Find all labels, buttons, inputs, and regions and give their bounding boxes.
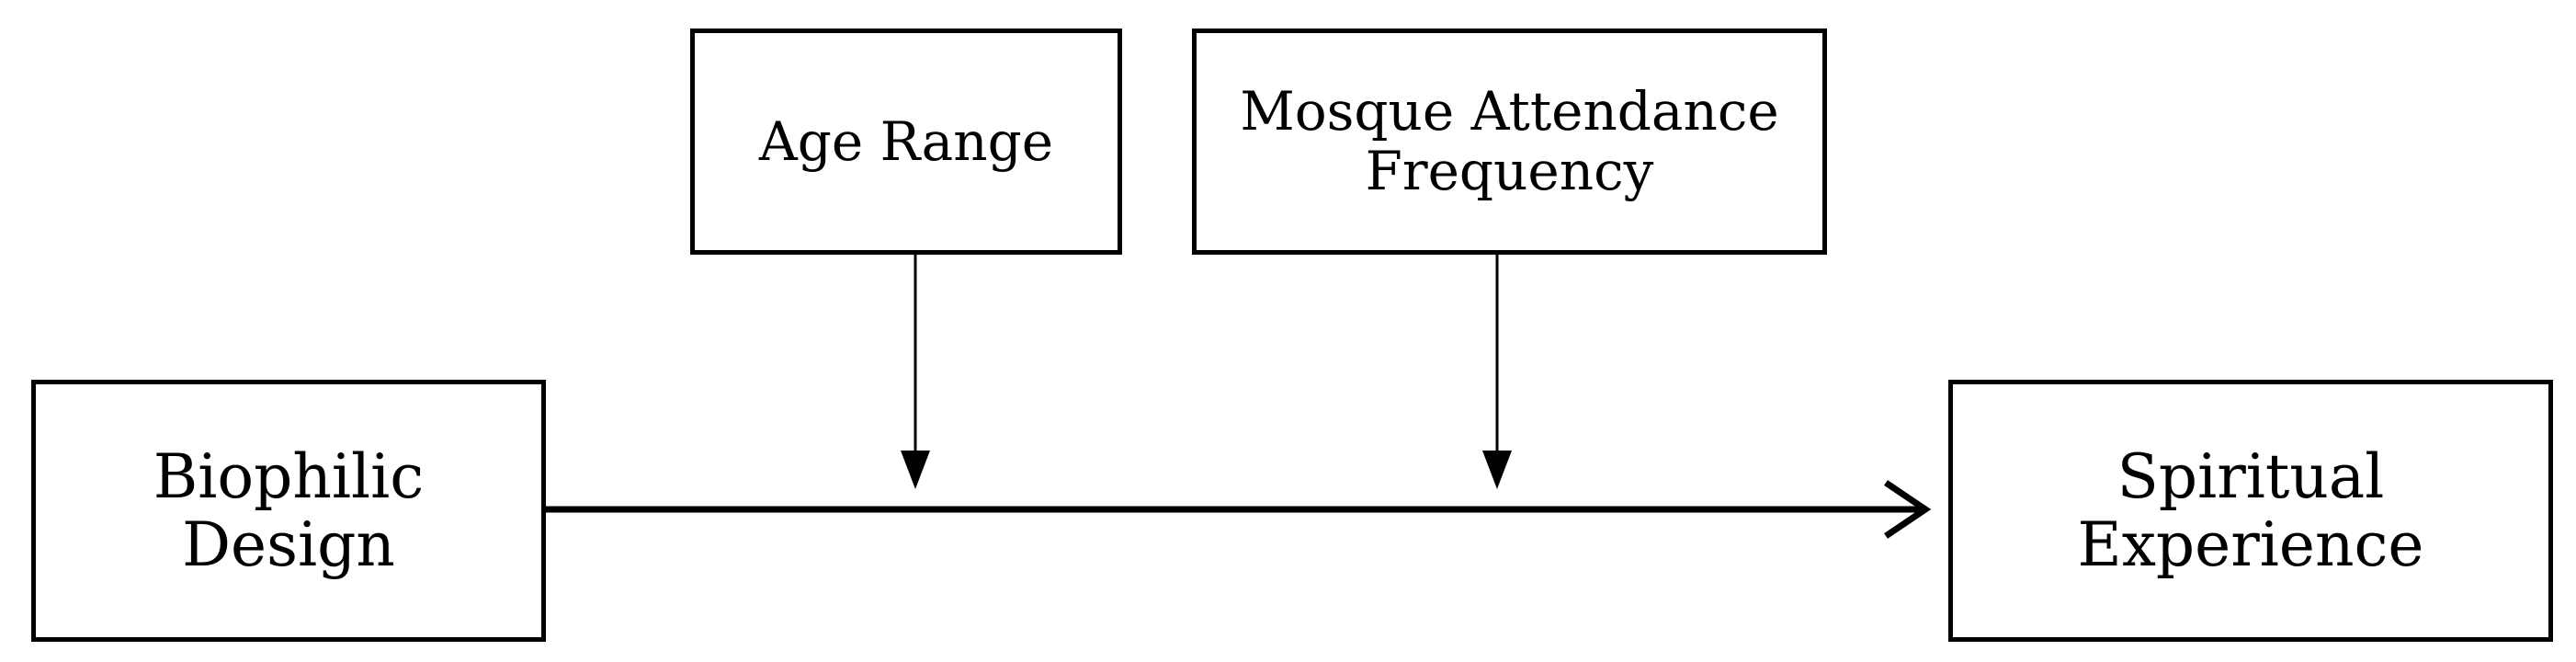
biophilic-design-label-line-2: Design (182, 508, 395, 580)
mosque-moderation-arrowhead (1482, 451, 1512, 489)
spiritual-experience-label-line-2: Experience (2077, 508, 2424, 580)
age-moderation-arrowhead (901, 451, 930, 489)
biophilic-design-box: Biophilic Design (31, 380, 546, 642)
spiritual-experience-label-line-1: Spiritual (2116, 440, 2385, 512)
age-range-label: Age Range (758, 109, 1054, 173)
age-range-box: Age Range (690, 29, 1122, 255)
main-effect-arrowhead (1884, 480, 1932, 539)
mosque-attendance-label-line-1: Mosque Attendance (1240, 80, 1779, 143)
biophilic-design-label-line-1: Biophilic (153, 440, 425, 512)
mosque-attendance-label-line-2: Frequency (1365, 140, 1654, 202)
mosque-attendance-frequency-box: Mosque Attendance Frequency (1192, 29, 1827, 255)
spiritual-experience-box: Spiritual Experience (1948, 380, 2553, 642)
